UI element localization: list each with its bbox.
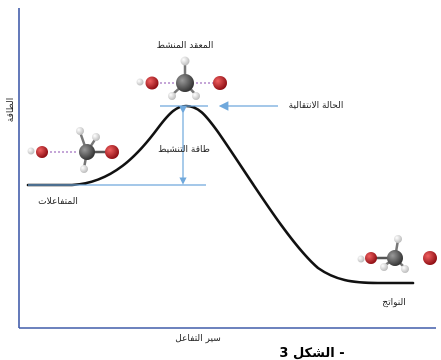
transition-state-label: الحالة الانتقالية	[289, 101, 344, 111]
reactants-label: المتفاعلات	[38, 197, 78, 207]
activation-energy-label: طاقة التنشيط	[158, 145, 210, 155]
activated-complex-molecule-icon	[136, 56, 227, 100]
energy-curve	[26, 104, 415, 285]
x-axis-label: سير التفاعل	[175, 334, 221, 344]
products-label: النواتج	[382, 298, 405, 308]
product-molecule-icon	[357, 235, 437, 273]
y-axis-label: الطاقة	[6, 98, 16, 123]
activated-complex-label: المعقد المنشط	[157, 41, 214, 51]
reactant-molecule-icon	[27, 127, 119, 173]
figure-caption: الشكل 3 -	[279, 346, 344, 360]
